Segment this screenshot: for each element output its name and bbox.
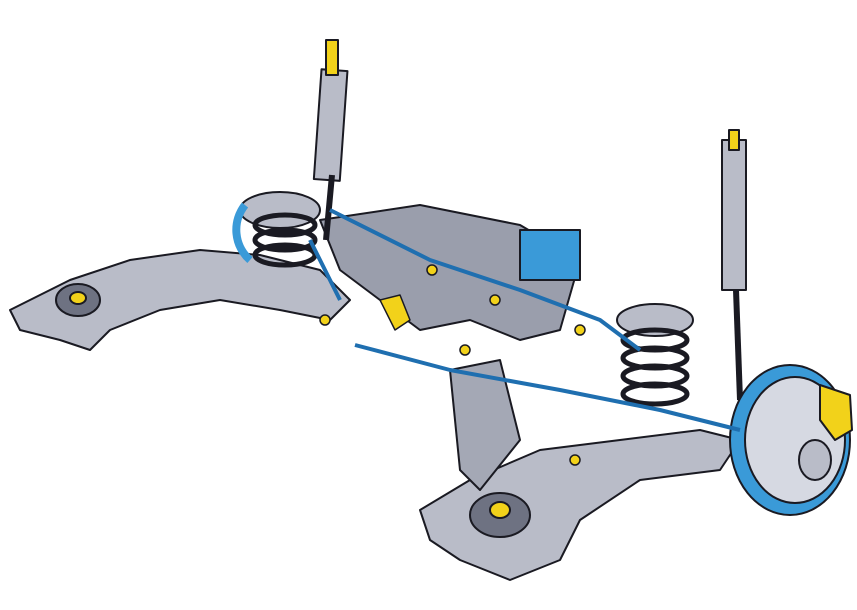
brake-caliper <box>819 384 853 441</box>
left-spring-seat <box>239 191 321 229</box>
wheel-hub <box>798 439 832 481</box>
left-trailing-arm <box>9 249 351 351</box>
right-trailing-arm <box>419 429 741 581</box>
right-arm-strut <box>449 359 521 491</box>
right-shock-absorber <box>721 139 747 291</box>
right-coil-spring <box>620 327 690 407</box>
left-coil-spring <box>252 212 318 268</box>
left-shock-absorber <box>312 68 349 182</box>
fittings <box>319 264 586 466</box>
right-spring-seat <box>616 303 694 337</box>
brake-lines <box>308 208 741 432</box>
differential-mount <box>519 229 581 281</box>
